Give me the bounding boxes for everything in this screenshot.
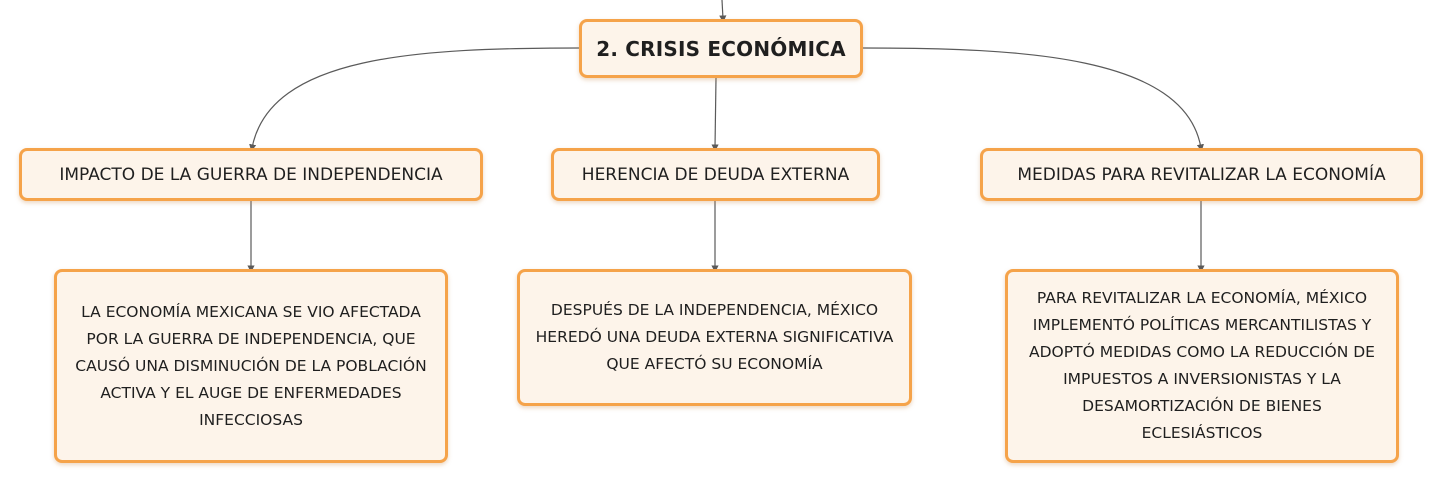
root-node-label: 2. CRISIS ECONÓMICA [596,36,846,61]
detail-node-deuda[interactable]: DESPUÉS DE LA INDEPENDENCIA, MÉXICO HERE… [517,269,912,406]
connector-root-deuda [711,77,719,152]
topic-node-medidas[interactable]: MEDIDAS PARA REVITALIZAR LA ECONOMÍA [980,148,1423,201]
topic-node-label: MEDIDAS PARA REVITALIZAR LA ECONOMÍA [1017,164,1386,185]
detail-node-medidas[interactable]: PARA REVITALIZAR LA ECONOMÍA, MÉXICO IMP… [1005,269,1399,463]
detail-node-text: LA ECONOMÍA MEXICANA SE VIO AFECTADA POR… [75,302,427,429]
connector-root-medidas [862,47,1204,152]
parent-connector [719,0,727,23]
root-node[interactable]: 2. CRISIS ECONÓMICA [579,19,863,78]
topic-node-label: IMPACTO DE LA GUERRA DE INDEPENDENCIA [59,164,443,185]
detail-node-text: PARA REVITALIZAR LA ECONOMÍA, MÉXICO IMP… [1029,289,1375,442]
detail-node-impacto[interactable]: LA ECONOMÍA MEXICANA SE VIO AFECTADA POR… [54,269,448,463]
topic-node-deuda[interactable]: HERENCIA DE DEUDA EXTERNA [551,148,880,201]
detail-node-text: DESPUÉS DE LA INDEPENDENCIA, MÉXICO HERE… [535,301,894,373]
topic-node-impacto[interactable]: IMPACTO DE LA GUERRA DE INDEPENDENCIA [19,148,483,201]
topic-node-label: HERENCIA DE DEUDA EXTERNA [581,164,850,185]
connector-root-impacto [249,47,580,152]
